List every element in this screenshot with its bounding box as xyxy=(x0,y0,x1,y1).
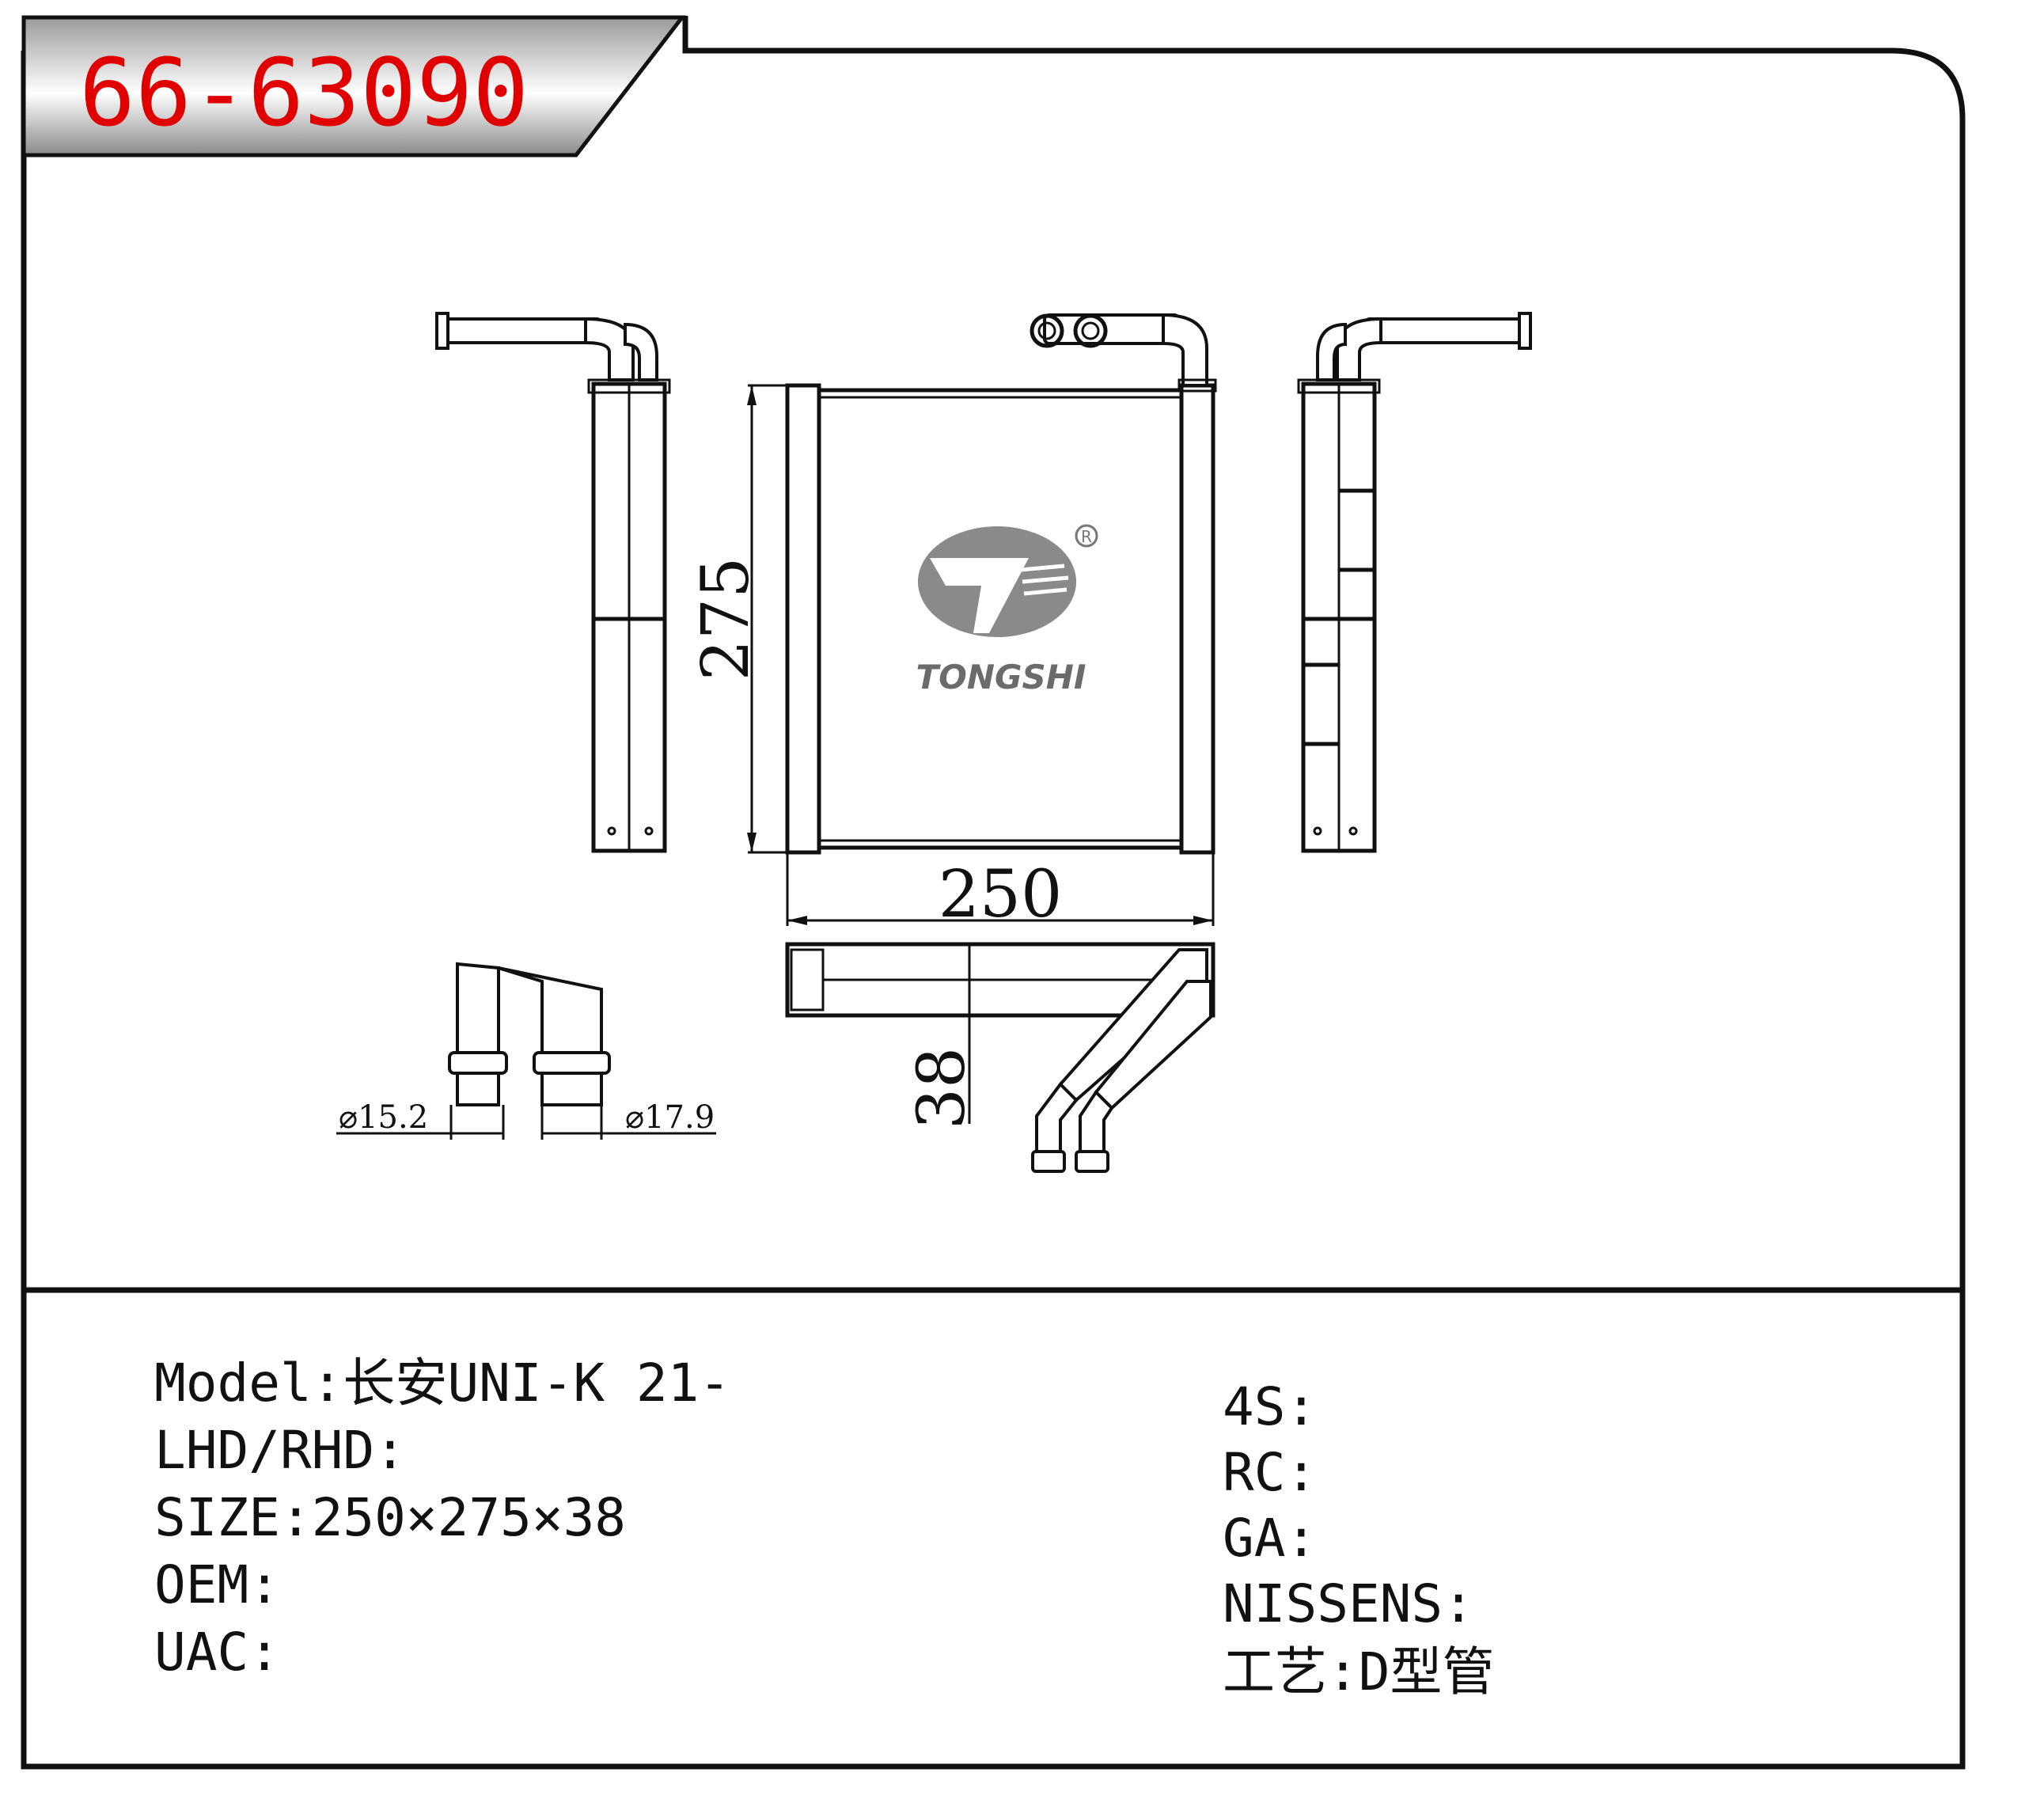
registered-mark-icon xyxy=(1075,524,1098,548)
rc-spec: RC: xyxy=(1223,1442,1317,1503)
width-value: 250 xyxy=(939,857,1063,932)
size-spec: SIZE:250×275×38 xyxy=(154,1487,626,1548)
height-dimension: 275 xyxy=(688,384,787,854)
uac-spec: UAC: xyxy=(154,1622,280,1683)
depth-dimension: 38 xyxy=(904,944,980,1129)
height-value: 275 xyxy=(688,557,764,681)
ga-spec: GA: xyxy=(1223,1508,1317,1569)
part-number-banner: 66-63090 xyxy=(21,15,687,157)
spec-list-right: 4S: RC: GA: NISSENS: 工艺:D型管 xyxy=(1223,1376,1495,1702)
outlet-diameter: ⌀17.9 xyxy=(625,1099,715,1136)
width-dimension: 250 xyxy=(786,852,1215,932)
registered-mark: R xyxy=(1081,527,1092,546)
lhd-rhd-spec: LHD/RHD: xyxy=(154,1420,406,1481)
pipe-detail: ⌀15.2 ⌀17.9 xyxy=(336,962,716,1140)
depth-value: 38 xyxy=(904,1047,980,1129)
part-number: 66-63090 xyxy=(79,38,529,147)
front-view xyxy=(785,313,1217,855)
left-side-view xyxy=(435,312,671,853)
tongshi-logo: R TONGSHI xyxy=(916,524,1098,696)
oem-spec: OEM: xyxy=(154,1554,280,1615)
nissens-spec: NISSENS: xyxy=(1223,1573,1474,1634)
right-side-view xyxy=(1297,312,1532,853)
top-view xyxy=(785,942,1215,1173)
inlet-diameter: ⌀15.2 xyxy=(339,1099,428,1136)
4s-spec: 4S: xyxy=(1223,1376,1317,1437)
sheet-border xyxy=(21,16,1966,1770)
model-spec: Model:长安UNI-K 21- xyxy=(154,1353,730,1414)
process-spec: 工艺:D型管 xyxy=(1223,1641,1495,1702)
spec-list-left: Model:长安UNI-K 21- LHD/RHD: SIZE:250×275×… xyxy=(154,1353,730,1683)
brand-name: TONGSHI xyxy=(916,658,1086,696)
